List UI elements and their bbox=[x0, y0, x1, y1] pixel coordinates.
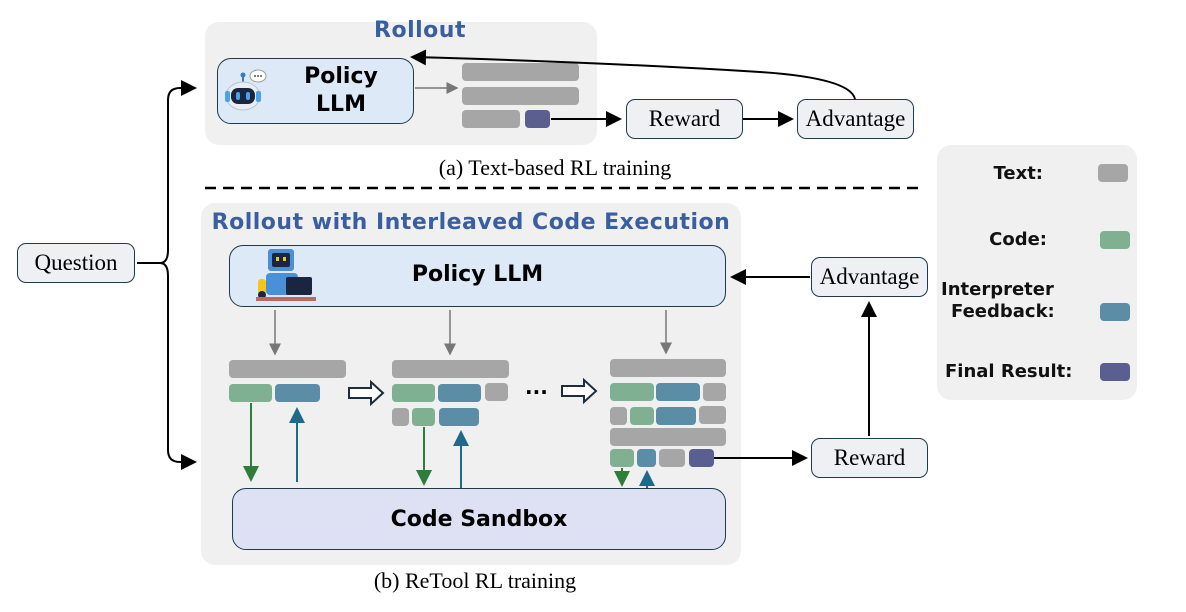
legend: Text: Code: Interpreter Feedback: Final … bbox=[937, 145, 1137, 400]
token-feedback bbox=[275, 384, 320, 402]
token-text bbox=[462, 63, 579, 81]
token-feedback bbox=[439, 408, 479, 426]
token-text bbox=[462, 110, 520, 128]
token-text bbox=[699, 406, 726, 424]
hollow-arrow bbox=[561, 377, 598, 405]
token-code bbox=[412, 408, 435, 426]
legend-swatch-final bbox=[1100, 363, 1130, 381]
token-code bbox=[392, 384, 435, 402]
text-rl-reward-box: Reward bbox=[626, 99, 743, 139]
token-feedback bbox=[438, 384, 481, 402]
token-text bbox=[229, 360, 346, 378]
code-sandbox: Code Sandbox bbox=[232, 488, 726, 550]
token-text bbox=[610, 428, 726, 446]
legend-label-feedback: Interpreter Feedback: bbox=[941, 279, 1081, 323]
reward-label: Reward bbox=[648, 106, 721, 131]
retool-reward-box: Reward bbox=[811, 438, 928, 478]
token-feedback bbox=[656, 407, 696, 425]
caption-b: (b) ReTool RL training bbox=[373, 568, 577, 593]
legend-swatch-code bbox=[1100, 231, 1130, 249]
robot-chat-icon bbox=[225, 69, 267, 111]
legend-label-final: Final Result: bbox=[945, 361, 1073, 382]
token-text bbox=[659, 449, 685, 467]
advantage-label: Advantage bbox=[805, 106, 906, 131]
legend-label-text: Text: bbox=[993, 163, 1043, 184]
token-text bbox=[392, 408, 409, 426]
question-box: Question bbox=[17, 243, 135, 283]
policy-llm-label-line1: Policy bbox=[304, 64, 378, 89]
caption-a: (a) Text-based RL training bbox=[438, 155, 672, 180]
code-sandbox-label: Code Sandbox bbox=[390, 506, 568, 532]
legend-label-feedback-line1: Interpreter bbox=[941, 279, 1054, 300]
legend-label-feedback-line2: Feedback: bbox=[951, 301, 1055, 322]
token-text bbox=[485, 383, 508, 401]
token-feedback bbox=[637, 449, 656, 467]
retool-policy-llm: Policy LLM bbox=[229, 245, 726, 307]
token-code bbox=[630, 407, 654, 425]
token-code bbox=[610, 449, 634, 467]
token-code bbox=[610, 383, 654, 401]
token-text bbox=[610, 359, 726, 377]
reward-label: Reward bbox=[833, 445, 906, 470]
token-text bbox=[462, 87, 579, 105]
token-text bbox=[703, 383, 726, 401]
question-label: Question bbox=[34, 250, 118, 275]
retool-policy-llm-label: Policy LLM bbox=[411, 262, 544, 287]
retool-advantage-box: Advantage bbox=[811, 257, 928, 297]
token-feedback bbox=[656, 383, 700, 401]
token-final-result bbox=[525, 110, 550, 128]
ellipsis: ··· bbox=[525, 380, 548, 404]
policy-llm-label-line2: LLM bbox=[316, 92, 366, 117]
token-code bbox=[229, 384, 272, 402]
text-rl-policy-llm: Policy LLM bbox=[217, 58, 414, 124]
text-rl-advantage-box: Advantage bbox=[797, 99, 914, 139]
question-branch-connector bbox=[137, 80, 197, 264]
token-final-result bbox=[689, 449, 714, 467]
token-text bbox=[392, 360, 509, 378]
question-branch-connector bbox=[159, 262, 197, 470]
arrow bbox=[410, 49, 856, 100]
retool-rl-panel-title: Rollout with Interleaved Code Execution bbox=[211, 210, 731, 235]
robot-laptop-icon bbox=[256, 249, 316, 301]
text-rl-panel-title: Rollout bbox=[374, 18, 466, 43]
token-text bbox=[610, 407, 627, 425]
advantage-label: Advantage bbox=[819, 264, 920, 289]
legend-swatch-feedback bbox=[1100, 303, 1130, 321]
legend-swatch-text bbox=[1098, 164, 1128, 182]
hollow-arrow bbox=[348, 379, 385, 407]
legend-label-code: Code: bbox=[989, 229, 1047, 250]
